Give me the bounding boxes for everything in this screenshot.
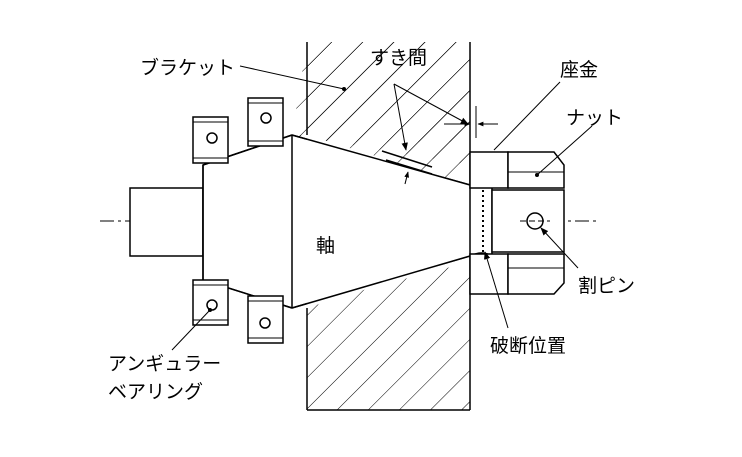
angular-bearing-bottom-left bbox=[192, 279, 229, 326]
label-shaft: 軸 bbox=[316, 235, 335, 257]
fracture-neck bbox=[469, 183, 493, 258]
leader-cotter-pin bbox=[540, 227, 579, 269]
bracket bbox=[292, 42, 471, 411]
label-clearance: すき間 bbox=[370, 47, 427, 69]
label-bracket: ブラケット bbox=[140, 56, 235, 79]
label-washer: 座金 bbox=[560, 59, 598, 81]
angular-bearing-top-left bbox=[192, 116, 229, 164]
nut bbox=[507, 151, 565, 295]
label-fracture-location: 破断位置 bbox=[490, 335, 566, 357]
leader-clearance-2 bbox=[393, 83, 469, 125]
clearance-marks bbox=[381, 150, 433, 185]
angular-bearing-top-right bbox=[247, 97, 284, 147]
washer bbox=[469, 151, 509, 295]
leader-washer bbox=[493, 81, 561, 151]
label-bearing-line1: アンギュラー bbox=[108, 353, 221, 375]
leader-nut bbox=[536, 125, 593, 176]
leader-clearance-1 bbox=[393, 83, 408, 151]
leader-fracture bbox=[484, 251, 509, 329]
leader-bracket bbox=[239, 65, 345, 90]
shaft bbox=[202, 134, 471, 309]
shaft-end bbox=[129, 187, 204, 257]
label-cotter-pin: 割ピン bbox=[578, 275, 635, 297]
angular-bearing-bottom-right bbox=[247, 295, 284, 344]
label-nut: ナット bbox=[566, 107, 623, 129]
leader-bearing bbox=[171, 309, 211, 351]
label-bearing-line2: ベアリング bbox=[108, 381, 203, 403]
